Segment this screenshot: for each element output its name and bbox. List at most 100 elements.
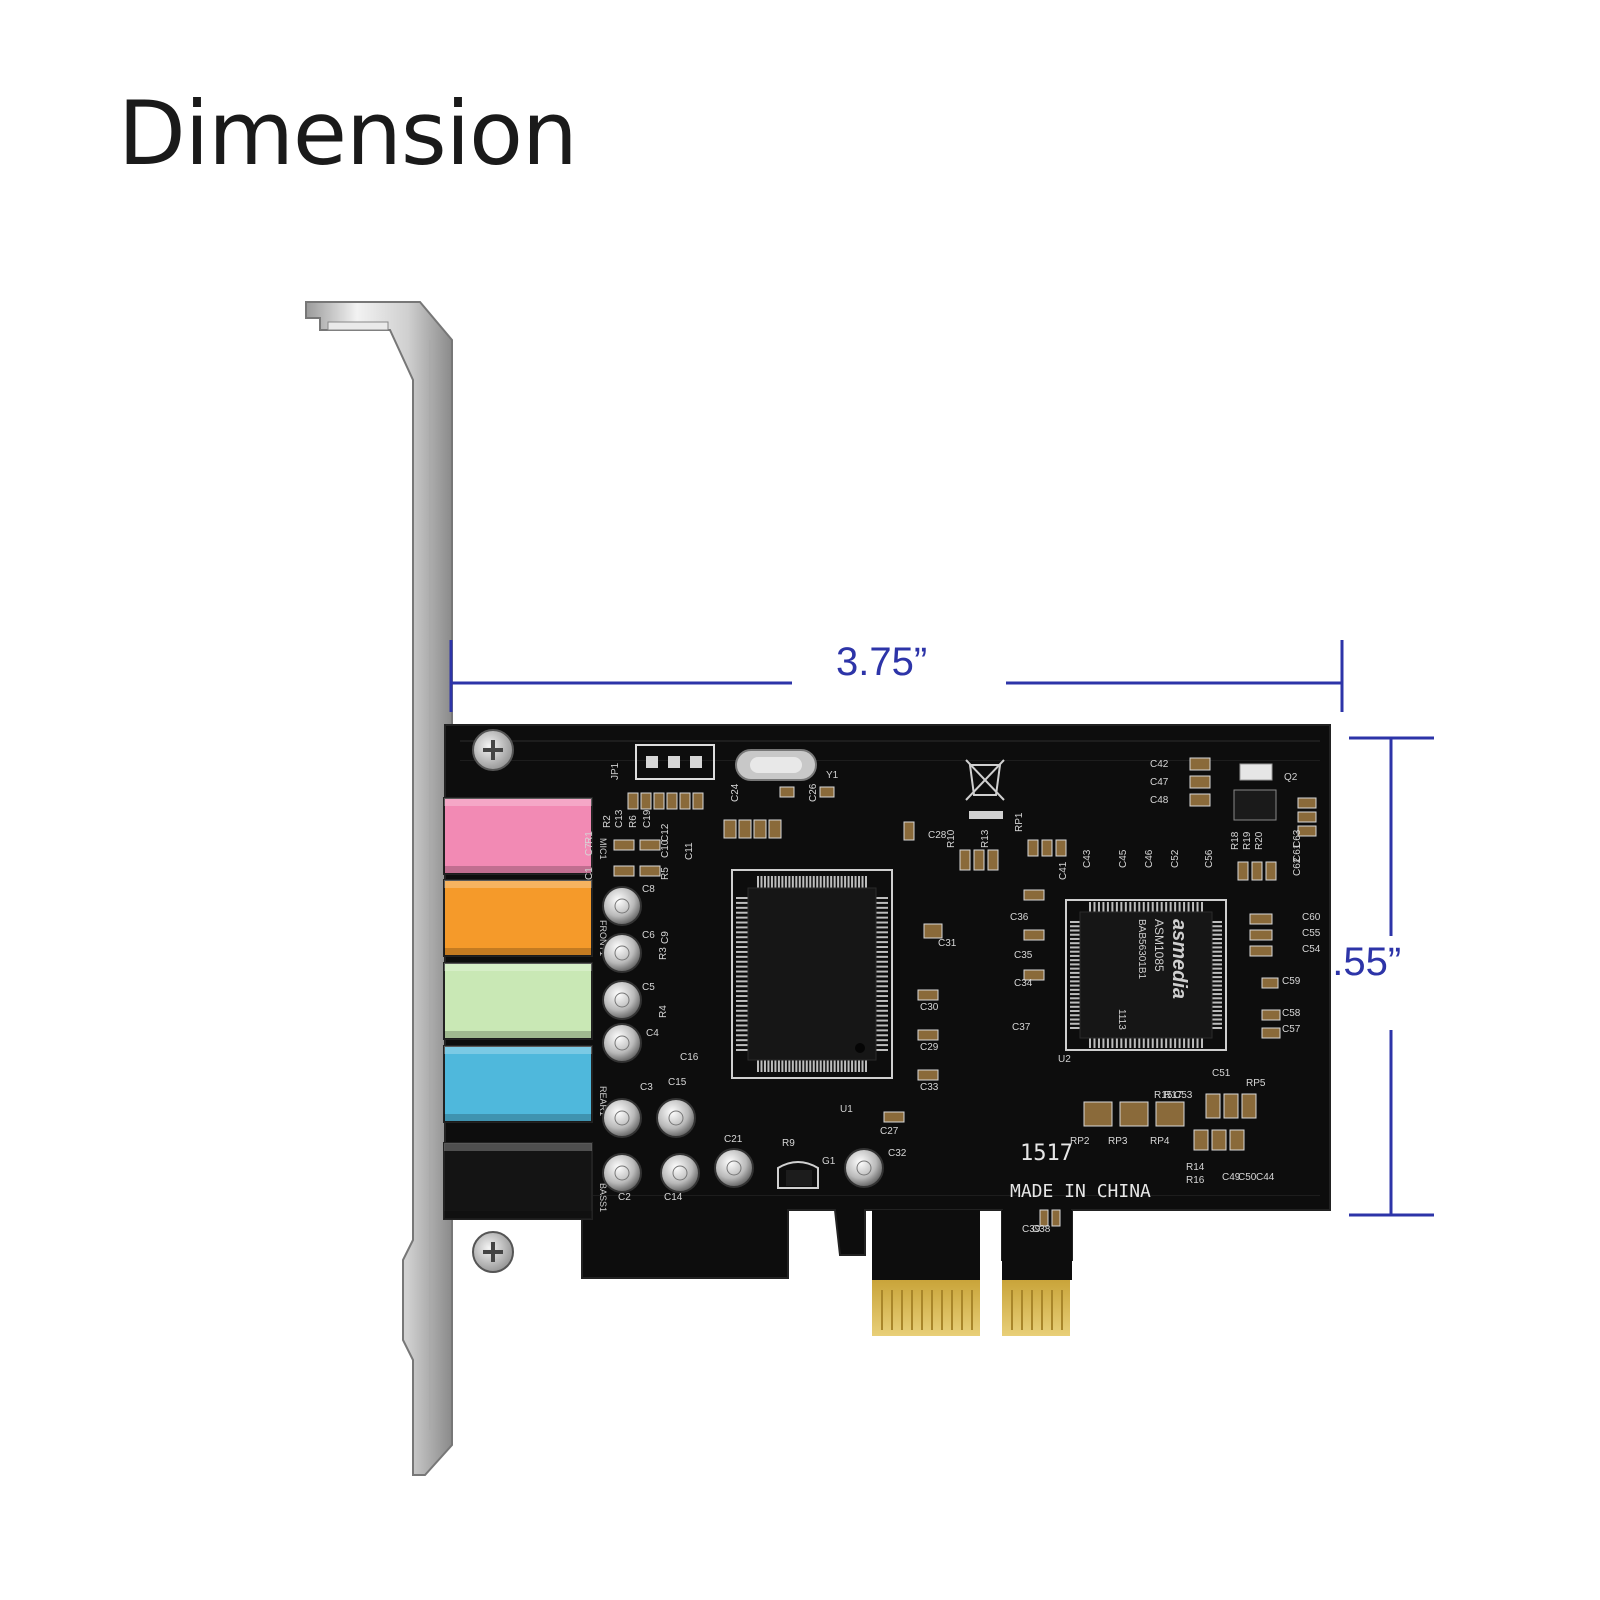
silkscreen-label: C63 — [1292, 829, 1303, 848]
capacitor-icon — [602, 886, 642, 926]
smd-component — [1297, 811, 1317, 823]
silkscreen-label: C34 — [1014, 978, 1033, 989]
board-serial-text: 1517 — [1020, 1141, 1073, 1166]
silkscreen-label: R15 — [1154, 1090, 1173, 1101]
silkscreen-label: R20 — [1254, 831, 1265, 850]
g1-label: G1 — [822, 1156, 836, 1167]
silkscreen-label: RP1 — [1014, 812, 1025, 832]
capacitor-icon — [844, 1148, 884, 1188]
chip-brand-text: asmedia — [1168, 919, 1190, 999]
smd-component — [1023, 929, 1045, 941]
silkscreen-label: C32 — [888, 1148, 907, 1159]
smd-component — [1027, 839, 1039, 857]
silkscreen-label: C2 — [618, 1192, 631, 1203]
silkscreen-label: C15 — [668, 1077, 687, 1088]
silkscreen-label: C12 — [660, 823, 671, 842]
weee-bin-icon — [965, 759, 1005, 819]
silkscreen-label: C39 — [1022, 1224, 1041, 1235]
smd-component — [1261, 977, 1279, 989]
crystal-oscillator: Y1 — [735, 749, 839, 781]
silkscreen-label: R14 — [1186, 1162, 1205, 1173]
smd-component — [679, 792, 691, 810]
silkscreen-label: C14 — [664, 1192, 683, 1203]
silkscreen-label: C44 — [1256, 1172, 1275, 1183]
silkscreen-label: R4 — [658, 1005, 669, 1018]
smd-component — [883, 1111, 905, 1123]
smd-component — [1205, 1093, 1221, 1119]
smd-component — [973, 849, 985, 871]
jp1-label: JP1 — [610, 762, 621, 780]
page-title: Dimension — [118, 82, 578, 185]
silkscreen-label: C38 — [1032, 1224, 1051, 1235]
smd-component — [1237, 861, 1249, 881]
silkscreen-label: C27 — [880, 1126, 899, 1137]
smd-component — [1189, 757, 1211, 771]
smd-component — [639, 839, 661, 851]
port-label: MIC1 — [598, 838, 608, 860]
silkscreen-label: C47 — [1150, 777, 1169, 788]
silkscreen-label: C10 — [660, 839, 671, 858]
silkscreen-label: C16 — [680, 1052, 699, 1063]
silkscreen-label: C58 — [1282, 1008, 1301, 1019]
audio-jack-ports — [443, 797, 593, 1220]
smd-component — [903, 821, 915, 841]
silkscreen-label: R1 — [584, 831, 595, 844]
pcie-gold-fingers — [872, 1210, 1072, 1336]
chip-code-text: BAB56301B1 — [1136, 919, 1147, 979]
silkscreen-label: C49 — [1222, 1172, 1241, 1183]
capacitor-icon — [656, 1098, 696, 1138]
silkscreen-label: RP2 — [1070, 1136, 1090, 1147]
asmedia-controller-chip: asmedia ASM1085 BAB56301B1 1113 U2 — [1058, 899, 1227, 1065]
smd-component — [1055, 839, 1067, 857]
smd-component — [1051, 1209, 1061, 1227]
smd-component — [627, 792, 639, 810]
silkscreen-label: C1 — [584, 867, 595, 880]
silkscreen-label: C24 — [730, 783, 741, 802]
audio-jack-port — [443, 879, 593, 957]
silkscreen-label: C33 — [920, 1082, 939, 1093]
port-label: BASS1 — [598, 1183, 608, 1212]
y1-label: Y1 — [826, 770, 839, 781]
smd-component — [1265, 861, 1277, 881]
smd-component — [987, 849, 999, 871]
silkscreen-label: R6 — [628, 815, 639, 828]
silkscreen-label: C59 — [1282, 976, 1301, 987]
chip-date-text: 1113 — [1116, 1009, 1127, 1030]
silkscreen-label: C30 — [920, 1002, 939, 1013]
silkscreen-label: C37 — [1012, 1022, 1031, 1033]
silkscreen-label: C26 — [808, 783, 819, 802]
silkscreen-label: R10 — [946, 829, 957, 848]
capacitor-icon — [714, 1148, 754, 1188]
smd-component — [779, 786, 795, 798]
silkscreen-label: C54 — [1302, 944, 1321, 955]
smd-component — [1241, 1093, 1257, 1119]
smd-component — [1223, 1093, 1239, 1119]
width-dimension-line — [449, 640, 1344, 712]
smd-component — [639, 865, 661, 877]
port-label: REAR1 — [598, 1086, 608, 1116]
silkscreen-label: C51 — [1212, 1068, 1231, 1079]
silkscreen-label: R3 — [658, 947, 669, 960]
metal-bracket — [305, 301, 453, 1476]
silkscreen-label: C28 — [928, 830, 947, 841]
smd-component — [923, 923, 943, 939]
silkscreen-label: C9 — [660, 931, 671, 944]
silkscreen-label: C55 — [1302, 928, 1321, 939]
silkscreen-label: C60 — [1302, 912, 1321, 923]
smd-component — [1155, 1101, 1185, 1127]
silkscreen-label: C35 — [1014, 950, 1033, 961]
silkscreen-label: C41 — [1058, 861, 1069, 880]
smd-component — [1023, 889, 1045, 901]
capacitor-icon — [602, 1153, 642, 1193]
silkscreen-label: C46 — [1144, 849, 1155, 868]
silkscreen-label: R13 — [980, 829, 991, 848]
silkscreen-label: R2 — [602, 815, 613, 828]
smd-component — [1211, 1129, 1227, 1151]
g1-transistor: G1 — [777, 1156, 836, 1189]
silkscreen-label: C50 — [1238, 1172, 1257, 1183]
silkscreen-label: R18 — [1230, 831, 1241, 850]
smd-component — [1249, 913, 1273, 925]
silkscreen-label: RP3 — [1108, 1136, 1128, 1147]
smd-component — [959, 849, 971, 871]
audio-jack-port — [443, 962, 593, 1040]
